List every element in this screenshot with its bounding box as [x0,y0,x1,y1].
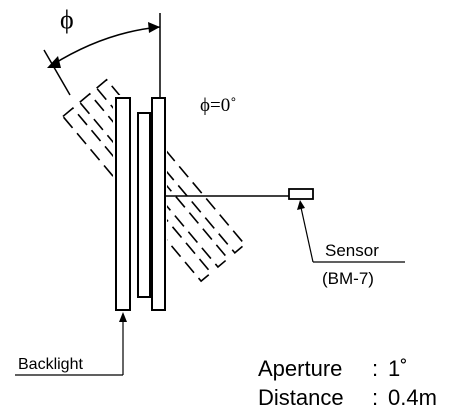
tilted-reference-line [43,49,71,96]
sensor-name-label: Sensor [325,241,379,260]
middle-panel [137,112,151,298]
sensor-model-label: (BM-7) [322,269,374,288]
spec-distance-value: 0.4m [388,385,437,410]
spec-aperture-key: Aperture [258,356,342,381]
backlight-panel [115,97,131,311]
arc-arrowhead-left [47,56,61,68]
phi-angle-label: ϕ [60,5,74,34]
backlight-leader-arrowhead [119,312,127,322]
rotation-arc [51,26,161,66]
panel-stack [115,97,166,311]
sensor-leader-arrowhead [297,200,305,210]
arc-arrowhead-right [148,22,160,33]
phi-zero-label: ϕ=0˚ [200,95,237,116]
specs-block: Aperture : 1˚ Distance : 0.4m [258,356,437,410]
backlight-label: Backlight [18,356,83,373]
spec-aperture-sep: : [372,356,378,381]
sensor-leader-line [299,202,314,263]
spec-aperture-value: 1˚ [388,356,408,381]
front-panel [151,97,166,311]
spec-distance-key: Distance [258,385,344,410]
sensor-head [288,188,314,200]
spec-distance-sep: : [372,385,378,410]
